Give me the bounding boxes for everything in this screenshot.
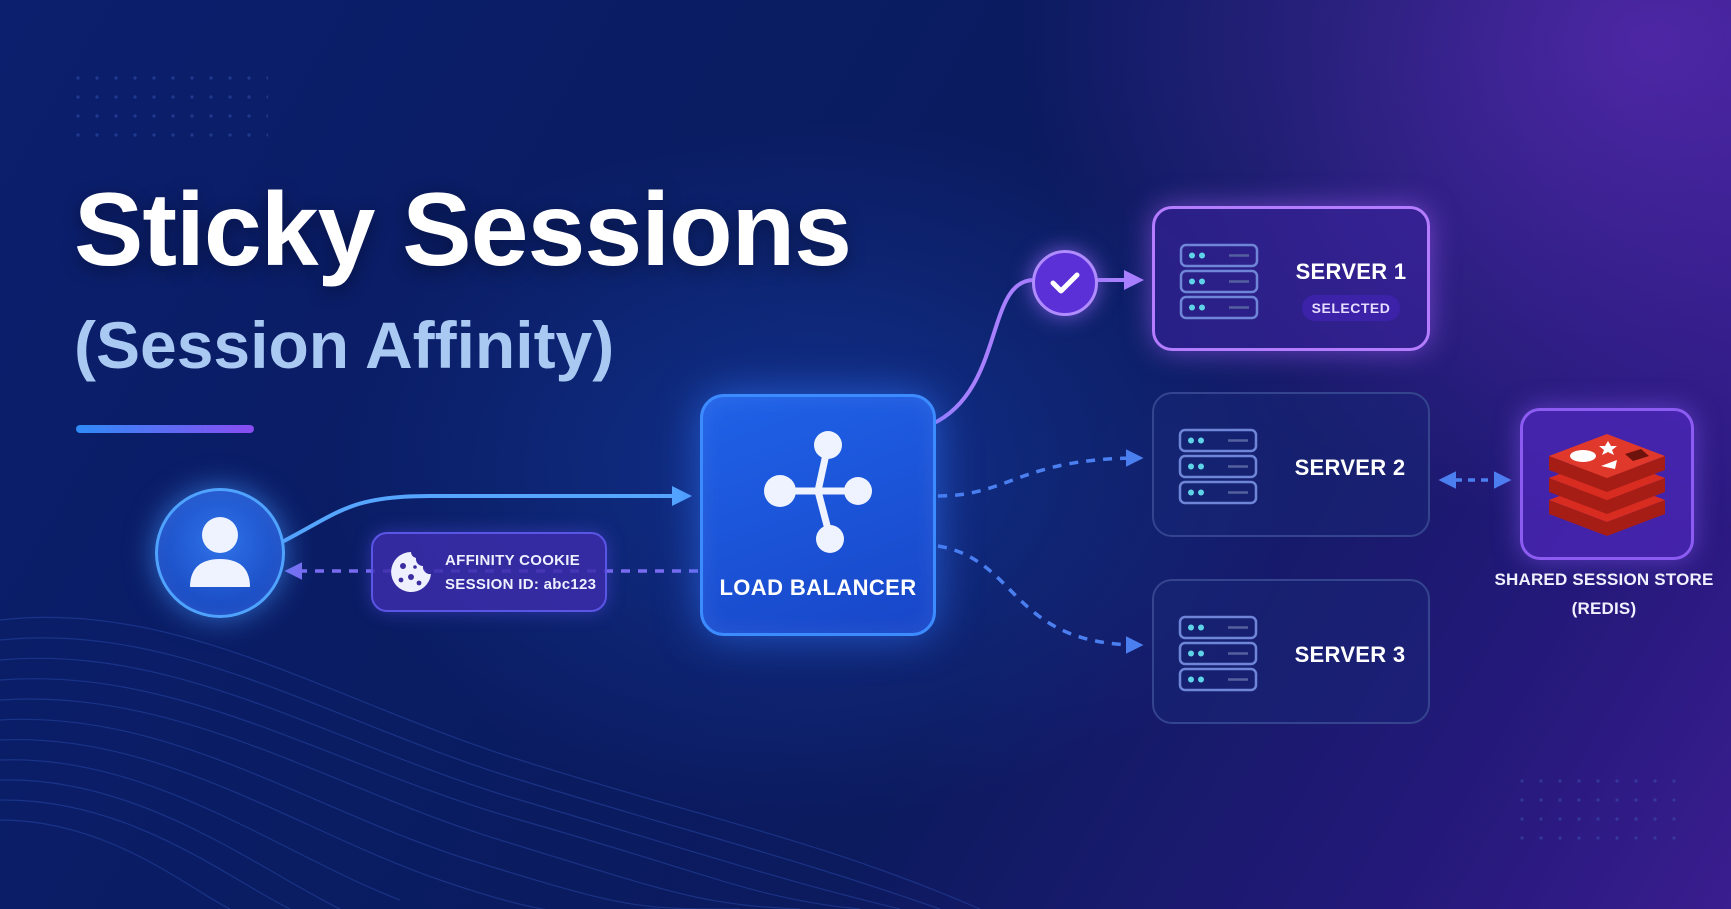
- check-icon: [1050, 272, 1080, 294]
- selected-route-check-badge: [1032, 250, 1098, 316]
- server-rack-icon: [1179, 243, 1259, 320]
- server-3-card: SERVER 3: [1152, 579, 1430, 724]
- server-3-name: SERVER 3: [1294, 642, 1406, 667]
- server-2-name: SERVER 2: [1294, 455, 1406, 480]
- redis-logo-icon: [1549, 434, 1665, 536]
- route-lb-to-server3: [937, 544, 1144, 654]
- route-lb-to-server1: [931, 278, 1035, 426]
- wave-lines: [0, 616, 981, 909]
- session-store-node: [1520, 408, 1694, 560]
- user-icon: [190, 517, 250, 587]
- page-subtitle: (Session Affinity): [74, 308, 615, 382]
- route-lb-to-server2: [937, 449, 1144, 498]
- cookie-icon: [391, 552, 431, 592]
- request-arrow-user-to-lb: [281, 486, 692, 544]
- affinity-cookie-badge: AFFINITY COOKIE SESSION ID: abc123: [371, 532, 607, 612]
- server-1-name: SERVER 1: [1295, 259, 1407, 284]
- session-store-title: SHARED SESSION STORE: [1494, 570, 1714, 589]
- server-1-card: SERVER 1 SELECTED: [1152, 206, 1430, 351]
- cookie-session-id: SESSION ID: abc123: [445, 575, 597, 593]
- server-rack-icon: [1178, 615, 1258, 692]
- title-underline: [76, 425, 254, 433]
- server-2-card: SERVER 2: [1152, 392, 1430, 537]
- session-store-subtitle: (REDIS): [1571, 599, 1637, 618]
- share-network-icon: [764, 431, 872, 553]
- dot-grid-bottom-right: [1520, 775, 1690, 855]
- dot-grid-top-left: [68, 62, 268, 144]
- server-rack-icon: [1178, 428, 1258, 505]
- cookie-name-label: AFFINITY COOKIE: [445, 551, 581, 569]
- client-user-node: [155, 488, 285, 618]
- load-balancer-node: LOAD BALANCER: [700, 394, 936, 636]
- page-title: Sticky Sessions: [74, 172, 852, 288]
- selected-badge: SELECTED: [1302, 295, 1400, 321]
- load-balancer-label: LOAD BALANCER: [719, 575, 917, 600]
- session-store-label: SHARED SESSION STORE (REDIS): [1486, 570, 1722, 619]
